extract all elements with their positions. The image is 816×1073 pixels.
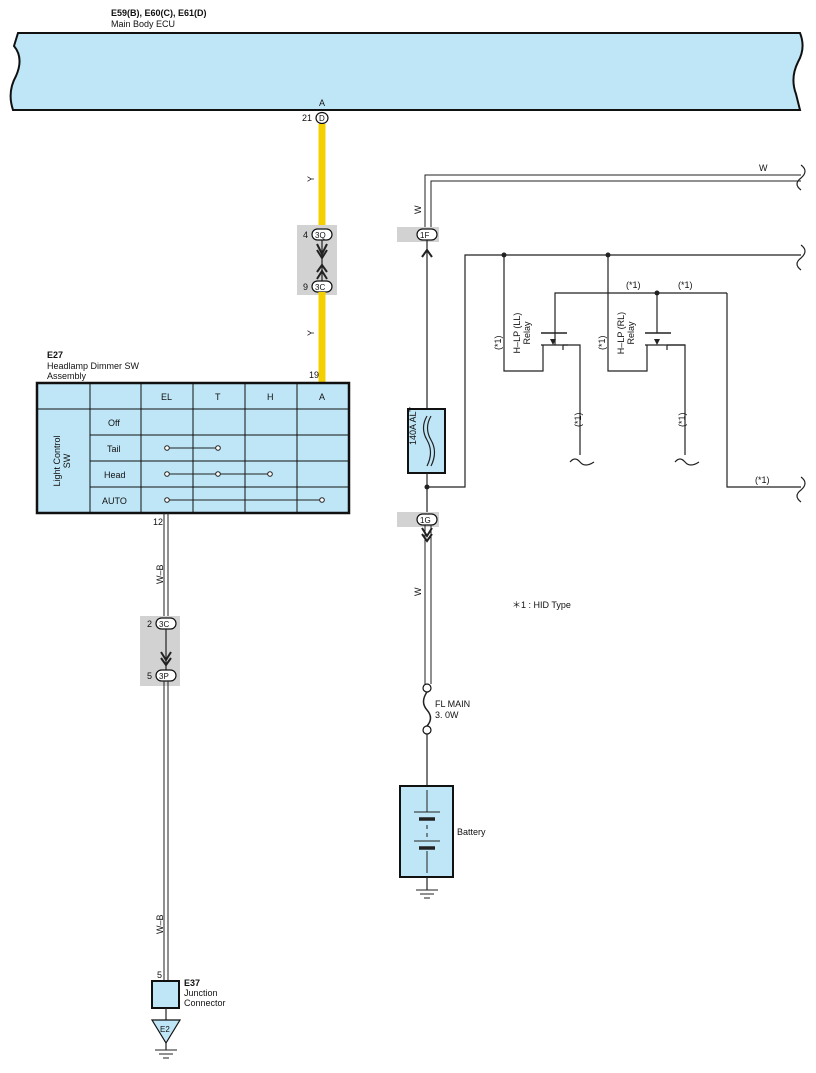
- fuse-140a-alt: [407, 408, 446, 474]
- dimmer-col-el: EL: [161, 392, 172, 402]
- junction-name-line2: Connector: [184, 998, 226, 1008]
- battery-ground-icon: [416, 889, 438, 899]
- wire-w-top-inner: [430, 180, 801, 229]
- svg-text:Light Control: Light Control: [52, 435, 62, 486]
- wire-break-bottom-icon: [796, 476, 806, 503]
- connector-3c-bottom-pin: 2: [147, 619, 152, 629]
- wire-break-rl-icon: [674, 458, 700, 466]
- dimmer-id: E27: [47, 350, 63, 360]
- relay-rl-output-wire: [666, 344, 686, 455]
- dimmer-continuity-marks: [164, 445, 325, 503]
- ecu-pin-connector: [315, 111, 329, 125]
- svg-text:SW: SW: [62, 453, 72, 468]
- relay-common-wire: [554, 292, 727, 345]
- fuse-140a-alt-label: 140A ALT: [408, 406, 418, 445]
- relay-note-top-left: (*1): [626, 280, 641, 290]
- wire-top-right-color: W: [759, 163, 768, 173]
- dimmer-name-line1: Headlamp Dimmer SW: [47, 361, 140, 371]
- dimmer-row-auto: AUTO: [102, 496, 127, 506]
- junction-name-line1: Junction: [184, 988, 218, 998]
- relay-note-right-bottom: (*1): [755, 475, 770, 485]
- fl-main-element: [422, 691, 432, 727]
- relay-ll-coil-wire: [503, 255, 544, 372]
- fl-main-bottom-terminal: [422, 725, 432, 735]
- relay-rl-coil-wire: [607, 255, 648, 372]
- dimmer-col-a: A: [319, 392, 325, 402]
- relay-rl-note-bottom: (*1): [677, 412, 687, 427]
- dimmer-col-t: T: [215, 392, 221, 402]
- relay-ll-note-bottom: (*1): [573, 412, 583, 427]
- relay-rl-note-left: (*1): [597, 335, 607, 350]
- ecu-name: Main Body ECU: [111, 19, 175, 29]
- junction-pin: 5: [157, 970, 162, 980]
- connector-3c-bottom-arrow-icon: [160, 651, 172, 667]
- relay-ll-output-wire: [562, 344, 581, 455]
- fuse-140a-alt-element: [422, 415, 432, 467]
- wire-break-ll-icon: [569, 458, 595, 466]
- relay-ll-note-left: (*1): [493, 335, 503, 350]
- connector-3q-id: 3Q: [315, 231, 326, 240]
- dimmer-col-h: H: [267, 392, 274, 402]
- svg-text:H–LP (RL): H–LP (RL): [616, 312, 626, 354]
- ecu-body: [9, 32, 804, 111]
- ground-e2-triangle: [150, 1019, 182, 1045]
- dimmer-name-line2: Assembly: [47, 371, 87, 381]
- wire-alt-upper-color: W: [413, 205, 423, 214]
- ground-e2-label: E2: [160, 1025, 170, 1034]
- wire-w-top-outer: [424, 174, 801, 229]
- junction-connector: [151, 980, 180, 1009]
- relay-ll-label: H–LP (LL) Relay: [512, 313, 532, 354]
- ground-icon: [155, 1049, 177, 1059]
- ecu-pin-label: A: [319, 98, 325, 108]
- dimmer-pin-top: 19: [309, 370, 319, 380]
- wire-wb-upper-color: W–B: [155, 564, 165, 584]
- junction-id: E37: [184, 978, 200, 988]
- connector-3q-arrow-icon: [316, 243, 328, 260]
- battery-label: Battery: [457, 827, 486, 837]
- wire-wb-lower-color: W–B: [155, 914, 165, 934]
- wire-relay-feed: [427, 254, 801, 488]
- connector-3c-top-id: 3C: [315, 283, 325, 292]
- connector-1g-id: 1G: [420, 516, 431, 525]
- connector-1g-arrow-icon: [421, 527, 433, 543]
- relay-rl-diode-icon: [654, 339, 660, 345]
- wire-yellow-upper-color: Y: [306, 176, 316, 182]
- connector-3q-pin: 4: [303, 230, 308, 240]
- wire-alt-lower-color: W: [413, 587, 423, 596]
- connector-3c-top-pin: 9: [303, 282, 308, 292]
- connector-3c-arrow-icon: [316, 263, 328, 280]
- connector-3p-id: 3P: [159, 672, 169, 681]
- connector-3p-pin: 5: [147, 671, 152, 681]
- ecu-pin-connector-id: D: [319, 114, 325, 123]
- connector-1g: [416, 513, 438, 526]
- hid-type-note: ＊1 : HID Type: [512, 600, 571, 610]
- svg-text:H–LP (LL): H–LP (LL): [512, 313, 522, 354]
- dimmer-row-tail: Tail: [107, 444, 121, 454]
- dimmer-table: EL T H A Off Tail Head AUTO Light Contro…: [35, 381, 351, 515]
- wire-right-bottom: [726, 293, 801, 488]
- connector-1f-id: 1F: [420, 231, 429, 240]
- dimmer-side-label: Light Control SW: [52, 435, 72, 486]
- ecu-pin-number: 21: [302, 113, 312, 123]
- wire-yellow-lower-color: Y: [306, 330, 316, 336]
- wire-break-mid-icon: [796, 244, 806, 271]
- relay-rl-label: H–LP (RL) Relay: [616, 312, 636, 354]
- wire-break-top-icon: [796, 164, 806, 191]
- svg-text:Relay: Relay: [626, 321, 636, 345]
- fl-main-top-terminal: [422, 683, 432, 693]
- connector-3p: [155, 669, 177, 682]
- fl-main-label-line2: 3. 0W: [435, 710, 459, 720]
- connector-3c-bottom-id: 3C: [159, 620, 169, 629]
- dimmer-row-head: Head: [104, 470, 126, 480]
- ecu-title: E59(B), E60(C), E61(D): [111, 8, 207, 18]
- svg-text:Relay: Relay: [522, 321, 532, 345]
- fl-main-label-line1: FL MAIN: [435, 699, 470, 709]
- battery-symbol-icon: [414, 790, 440, 873]
- dimmer-pin-bottom: 12: [153, 517, 163, 527]
- relay-note-top-right: (*1): [678, 280, 693, 290]
- relay-ll-diode-icon: [550, 339, 556, 345]
- dimmer-row-off: Off: [108, 418, 120, 428]
